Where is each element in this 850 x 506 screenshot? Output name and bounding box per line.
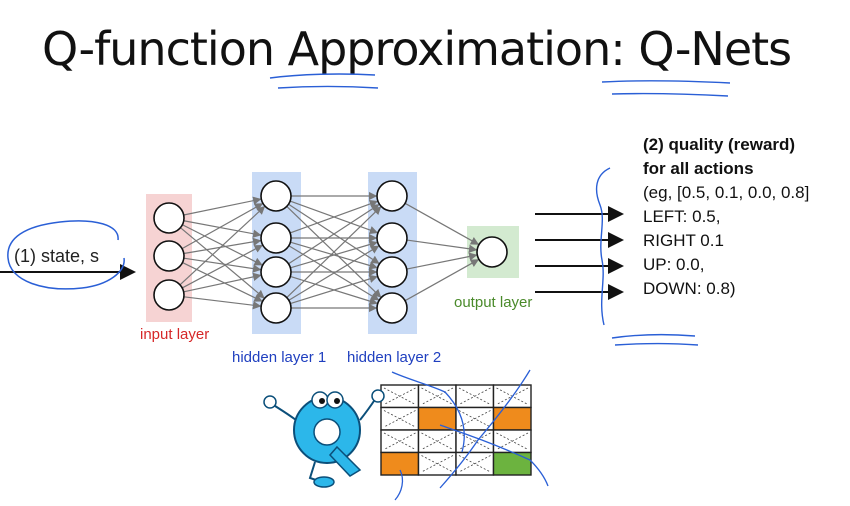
grid-cell-cross <box>421 432 454 450</box>
hidden-layer-1-label: hidden layer 1 <box>232 349 327 366</box>
connection-edge <box>183 272 262 293</box>
underline-actions-2 <box>614 342 699 346</box>
grid-cell-cross <box>458 387 491 405</box>
grid-cell-cross <box>383 432 416 450</box>
neuron-node <box>260 222 292 254</box>
hidden-layer-2-label: hidden layer 2 <box>347 349 442 366</box>
action-up: UP: 0.0, <box>643 255 705 274</box>
neuron-node <box>376 222 408 254</box>
quality-output-block: (2) quality (reward) for all actions (eg… <box>643 133 809 301</box>
state-input-label: (1) state, s <box>14 246 100 266</box>
quality-heading-line2: for all actions <box>643 159 754 178</box>
connection-edge <box>181 203 264 250</box>
grid-cell-cross <box>496 432 529 450</box>
connection-edge <box>289 199 379 234</box>
connection-edge <box>183 237 262 255</box>
connection-edge <box>182 262 263 302</box>
output-layer-label: output layer <box>454 294 533 311</box>
connection-edge <box>286 206 382 299</box>
connection-edge <box>406 252 478 270</box>
grid-cell <box>492 406 532 431</box>
connection-edge <box>404 259 480 302</box>
neuron-node <box>153 279 185 311</box>
connection-edge <box>288 245 380 301</box>
connection-edge <box>183 220 262 238</box>
q-mascot-shoe <box>313 476 335 488</box>
neuron-node <box>476 236 508 268</box>
q-mascot-pupil <box>319 398 325 404</box>
connection-edge <box>406 239 478 253</box>
grid-cell <box>492 451 532 476</box>
connection-edge <box>182 224 263 266</box>
state-annotation-circle <box>7 220 125 290</box>
underline-actions-1 <box>611 333 696 339</box>
connection-edge <box>179 206 266 286</box>
connection-edge <box>181 244 263 289</box>
q-mascot-tail <box>328 445 362 477</box>
quality-heading-line1: (2) quality (reward) <box>643 135 796 154</box>
quality-example: (eg, [0.5, 0.1, 0.0, 0.8] <box>643 183 810 202</box>
neuron-node <box>260 180 292 212</box>
grid-scribble-tail <box>394 469 404 501</box>
q-mascot-arm-right <box>359 397 377 421</box>
action-left: LEFT: 0.5, <box>643 207 721 226</box>
q-mascot-hand <box>263 395 277 409</box>
action-right: RIGHT 0.1 <box>643 231 724 250</box>
q-mascot-hand <box>371 389 385 403</box>
neuron-node <box>260 256 292 288</box>
q-mascot-pupil <box>334 398 340 404</box>
underline-approximation-2 <box>277 85 379 89</box>
grid-cell-cross <box>421 455 454 473</box>
grid-scribble-arrow <box>439 424 549 487</box>
grid-cell <box>417 406 457 431</box>
neuron-node <box>376 180 408 212</box>
connection-edge <box>183 296 262 310</box>
neuron-node <box>376 292 408 324</box>
grid-cell-cross <box>383 410 416 428</box>
bracket-annotation <box>595 167 611 326</box>
underline-approximation-1 <box>269 73 376 79</box>
grid-cell-cross <box>421 387 454 405</box>
grid-cell-cross <box>458 432 491 450</box>
grid-cell-cross <box>458 410 491 428</box>
grid-cell <box>380 451 420 476</box>
underline-qnets-2 <box>611 92 729 97</box>
grid-cell-cross <box>458 455 491 473</box>
q-mascot-arm-left <box>271 403 297 421</box>
connection-edge <box>288 204 380 265</box>
connection-edge <box>290 240 378 269</box>
q-mascot-hole <box>313 418 341 446</box>
connection-edge <box>404 202 480 245</box>
connection-edge <box>183 257 262 273</box>
connection-edge <box>290 274 378 305</box>
grid-scribble-slash <box>439 369 531 489</box>
neuron-node <box>376 256 408 288</box>
neuron-node <box>153 240 185 272</box>
neuron-node <box>153 202 185 234</box>
page-title: Q-function Approximation: Q-Nets <box>42 22 792 76</box>
connection-edge <box>180 227 265 299</box>
neuron-node <box>260 292 292 324</box>
grid-cell-cross <box>383 387 416 405</box>
action-down: DOWN: 0.8) <box>643 279 736 298</box>
connection-edge <box>183 196 262 216</box>
input-layer-label: input layer <box>140 326 210 343</box>
underline-qnets-1 <box>601 80 731 84</box>
